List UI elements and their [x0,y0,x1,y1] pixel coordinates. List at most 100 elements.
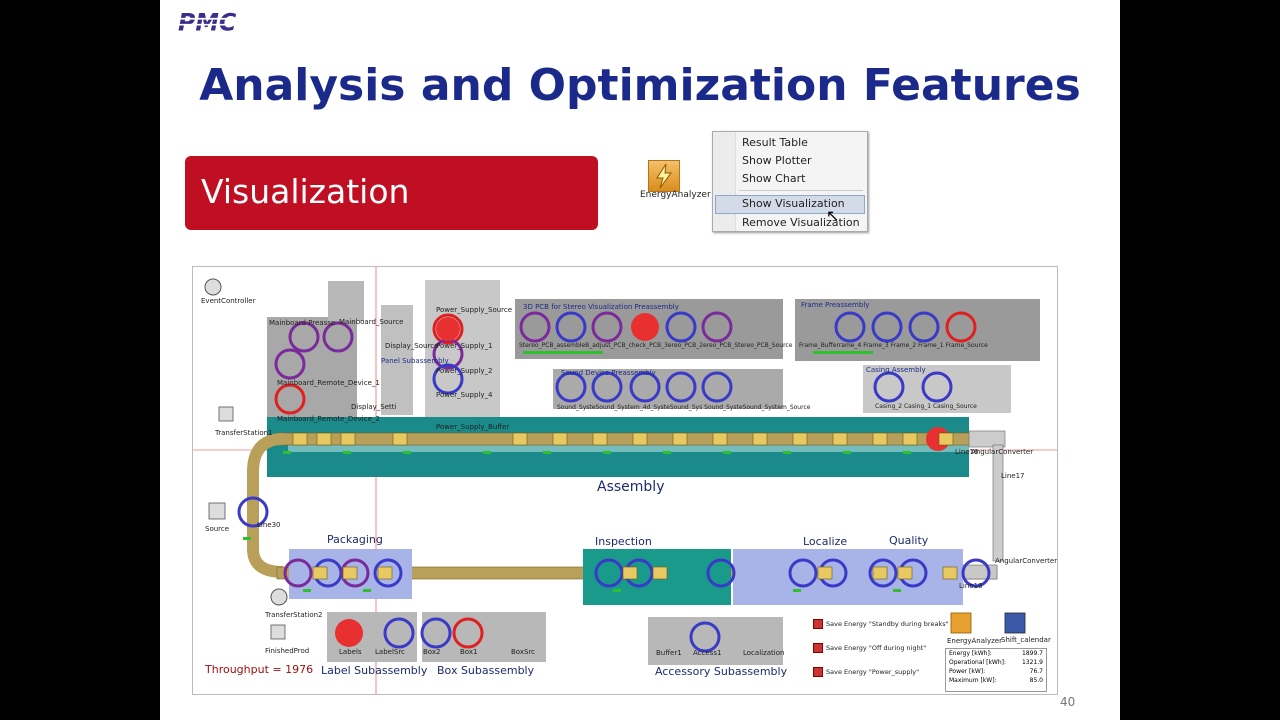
save-energy-standby-label: Save Energy "Standby during breaks" [826,620,949,628]
access1-label: Access1 [693,649,722,657]
event-controller-icon [204,278,222,296]
save-energy-icon [813,643,823,653]
context-menu: Result Table Show Plotter Show Chart Sho… [712,131,868,232]
mouse-cursor-icon: ↖ [826,206,840,225]
model-canvas [193,267,1057,694]
inspection-label: Inspection [595,535,652,548]
menu-item-show-visualization[interactable]: Show Visualization [742,197,845,210]
stat-row: Operational [kWh]: 1321.9 [946,658,1046,667]
stat-row: Energy [kWh]: 1899.7 [946,649,1046,658]
shift-calendar-icon [1004,612,1026,634]
panel-area [381,305,413,415]
accessory-sub-area [648,617,783,665]
power-supply-source-label: Power_Supply_Source [436,306,513,314]
slide-title: Analysis and Optimization Features [199,60,1081,111]
energy-analyzer-icon[interactable] [648,160,680,192]
localize-label: Localize [803,535,848,548]
buffer1-label: Buffer1 [656,649,682,657]
simulation-model-view[interactable]: EventController TransferStation1 Source … [192,266,1058,695]
energy-analyzer-model-label: EnergyAnalyzer [947,637,1002,645]
stat-value: 76.7 [1029,668,1043,675]
frame-header-label: Frame Preassembly [801,301,870,309]
menu-gutter [713,132,736,231]
stereo-row-label: Stereo_PCB_assembleB_adjust_PCB_check_PC… [519,342,793,349]
stat-label: Power [kW]: [949,668,986,675]
stat-row: Power [kW]: 76.7 [946,667,1046,676]
stat-label: Energy [kWh]: [949,650,992,657]
angular-converter-label: AngularConverter [971,448,1034,456]
box1-label: Box1 [460,648,478,656]
menu-item-show-chart[interactable]: Show Chart [742,172,806,185]
section-label: Visualization [201,172,410,211]
labels-label: Labels [339,648,362,656]
label-src-label: LabelSrc [375,648,405,656]
stereo-header-label: 3D PCB for Stereo Visualization Preassem… [523,303,679,311]
mainboard-preassembly-label: Mainboard Preasse [269,319,336,327]
transfer-station-2-label: TransferStation2 [265,611,323,619]
save-energy-night[interactable]: Save Energy "Off during night" [813,643,926,653]
stat-value: 85.0 [1029,677,1043,684]
mainboard-remote-2-label: Mainboard_Remote_Device_2 [277,415,380,423]
finished-prod-label: FinishedProd [265,647,310,655]
menu-highlight [715,195,865,214]
panel-subassembly-label: Panel Subassembly [381,357,449,365]
line18-label: Line18 [959,582,983,590]
section-label-box: Visualization [185,156,598,230]
sound-header-label: Sound Device Preassembly [561,369,656,377]
line30-label: Line30 [257,521,281,529]
accessory-subassembly-label: Accessory Subassembly [655,665,788,678]
shift-calendar-label: Shift_calendar [1001,636,1051,644]
localize-quality-area [733,549,963,605]
mainboard-remote-1-label: Mainboard_Remote_Device_1 [277,379,380,387]
slide: PMC Analysis and Optimization Features V… [160,0,1120,720]
line16-label: Line16 [955,448,979,456]
page-number: 40 [1060,695,1076,709]
save-energy-power-supply[interactable]: Save Energy "Power_supply" [813,667,919,677]
source-label: Source [205,525,230,533]
save-energy-standby[interactable]: Save Energy "Standby during breaks" [813,619,949,629]
transfer-station-2-icon [270,588,288,606]
mainboard-source-label: Mainboard_Source [339,318,404,326]
finished-prod-icon [270,624,286,640]
localization-label: Localization [743,649,785,657]
display-setting-label: Display_Setti [351,403,397,411]
menu-item-show-plotter[interactable]: Show Plotter [742,154,812,167]
stat-label: Operational [kWh]: [949,659,1007,666]
box-subassembly-label: Box Subassembly [437,664,535,677]
svg-text:PMC: PMC [178,12,237,34]
power-supply-2-label: Power_Supply_2 [436,367,493,375]
energy-stats-panel: Energy [kWh]: 1899.7 Operational [kWh]: 13… [945,648,1047,692]
box-src-label: BoxSrc [511,648,536,656]
save-energy-icon [813,619,823,629]
event-controller-label: EventController [201,297,256,305]
save-energy-icon [813,667,823,677]
sound-row-label: Sound_SysteSound_System_4d_SysteSound_Sy… [557,404,811,411]
power-supply-1-label: Power_Supply_1 [436,342,493,350]
throughput-label: Throughput = 1976 [205,663,314,676]
quality-label: Quality [889,534,929,547]
casing-header-label: Casing Assembly [866,366,926,374]
transfer-station-1-label: TransferStation1 [215,429,273,437]
save-energy-night-label: Save Energy "Off during night" [826,644,927,652]
packaging-label: Packaging [327,533,383,546]
menu-item-result-table[interactable]: Result Table [742,136,808,149]
stat-value: 1899.7 [1022,650,1043,657]
angular-converter-1-label: AngularConverter1 [995,557,1058,565]
power-supply-4-label: Power_Supply_4 [436,391,493,399]
box2-label: Box2 [423,648,441,656]
label-subassembly-label: Label Subassembly [321,664,428,677]
pmc-logo: PMC [178,12,288,34]
energy-analyzer-label: EnergyAnalyzer [640,190,711,200]
assembly-label: Assembly [597,479,665,495]
transfer-station-1-icon [218,406,234,422]
line17-label: Line17 [1001,472,1025,480]
menu-separator [739,190,863,191]
save-energy-power-supply-label: Save Energy "Power_supply" [826,668,920,676]
mainboard-area [267,317,357,422]
stat-value: 1321.9 [1022,659,1043,666]
stat-row: Maximum [kW]:85.0 [946,676,1046,685]
frame-row-label: Frame_Bufferrame_4 Frame_3 Frame_2 Frame… [799,342,988,349]
source-icon [208,502,226,520]
display-source-label: Display_Source [385,342,439,350]
menu-item-remove-visualization[interactable]: Remove Visualization [742,216,860,229]
